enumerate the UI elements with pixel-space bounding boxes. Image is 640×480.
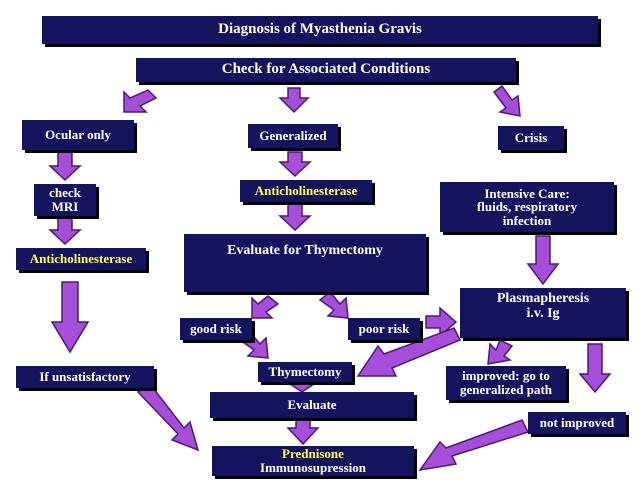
arrow-to-good-risk-icon [251, 295, 280, 319]
title-text: Diagnosis of Myasthenia Gravis [218, 21, 422, 38]
evaluate-thymectomy-label: Evaluate for Thymectomy [227, 243, 383, 258]
generalized-box: Generalized [248, 124, 338, 148]
evaluate-thymectomy-box: Evaluate for Thymectomy [184, 234, 426, 292]
immunosupression-label: Immunosupression [260, 460, 366, 475]
improved-box: improved: go to generalized path [446, 366, 566, 400]
crisis-box: Crisis [498, 126, 564, 150]
prednisone-box: Prednisone Immunosupression [212, 446, 414, 476]
ocular-anticholinesterase-box: Anticholinesterase [16, 248, 146, 270]
good-risk-box: good risk [180, 318, 252, 340]
intensive-care-line1: Intensive Care: [484, 185, 570, 201]
arrow-plasma-to-thymectomy-icon [356, 327, 462, 377]
not-improved-box: not improved [528, 412, 626, 434]
mri-label: MRI [51, 199, 79, 214]
improved-line1: improved: go to [462, 368, 550, 384]
arrow-evaluate-to-prednisone-icon [286, 419, 320, 446]
arrow-poor-to-plasma-icon [425, 306, 458, 338]
poor-risk-box: poor risk [348, 318, 420, 340]
if-unsatisfactory-label: If unsatisfactory [39, 369, 131, 385]
arrow-to-ocular-icon [123, 89, 158, 113]
arrow-to-poor-risk-icon [318, 290, 349, 319]
arrow-plasma-to-improved-icon [487, 338, 514, 365]
arrow-unsatisfactory-to-prednisone-icon [136, 382, 200, 452]
arrow-gen-to-anti-icon [278, 151, 312, 178]
ocular-only-label: Ocular only [45, 127, 111, 143]
check-mri-box: check MRI [34, 184, 96, 216]
improved-line2: generalized path [459, 382, 553, 397]
good-risk-label: good risk [190, 321, 242, 337]
ivig-label: i.v. Ig [526, 305, 560, 321]
check-label: check [49, 185, 81, 201]
generalized-anticholinesterase-label: Anticholinesterase [254, 183, 358, 199]
plasmapheresis-box: Plasmapheresis i.v. Ig [460, 288, 626, 338]
arrow-icu-to-plasma-icon [526, 235, 560, 286]
if-unsatisfactory-box: If unsatisfactory [16, 366, 154, 388]
page-title: Diagnosis of Myasthenia Gravis [42, 16, 598, 44]
subtitle-box: Check for Associated Conditions [136, 58, 516, 82]
arrow-notimproved-to-prednisone-icon [418, 419, 530, 472]
thymectomy-label: Thymectomy [268, 364, 342, 380]
generalized-anticholinesterase-box: Anticholinesterase [240, 180, 372, 202]
evaluate-label: Evaluate [287, 397, 337, 413]
arrow-anti-to-unsatisfactory-icon [50, 281, 90, 354]
evaluate-box: Evaluate [210, 392, 414, 418]
ocular-only-box: Ocular only [22, 120, 134, 150]
prednisone-label: Prednisone [282, 446, 344, 462]
arrow-to-crisis-icon [492, 84, 521, 117]
intensive-care-line2: fluids, respiratory [476, 199, 578, 215]
arrow-ocular-to-mri-icon [48, 151, 82, 182]
intensive-care-line3: infection [502, 212, 552, 228]
arrow-to-generalized-icon [278, 87, 310, 114]
arrow-plasma-to-notimproved-icon [578, 343, 612, 394]
subtitle-text: Check for Associated Conditions [221, 61, 431, 78]
arrow-anti-to-evalthym-icon [278, 203, 312, 232]
not-improved-label: not improved [539, 415, 615, 431]
poor-risk-label: poor risk [358, 321, 410, 337]
intensive-care-box: Intensive Care: fluids, respiratory infe… [440, 182, 614, 232]
plasmapheresis-label: Plasmapheresis [496, 291, 590, 306]
crisis-label: Crisis [514, 130, 548, 146]
generalized-label: Generalized [259, 128, 327, 144]
arrow-mri-to-anti-icon [48, 217, 82, 246]
thymectomy-box: Thymectomy [258, 362, 352, 382]
ocular-anticholinesterase-label: Anticholinesterase [29, 251, 133, 267]
